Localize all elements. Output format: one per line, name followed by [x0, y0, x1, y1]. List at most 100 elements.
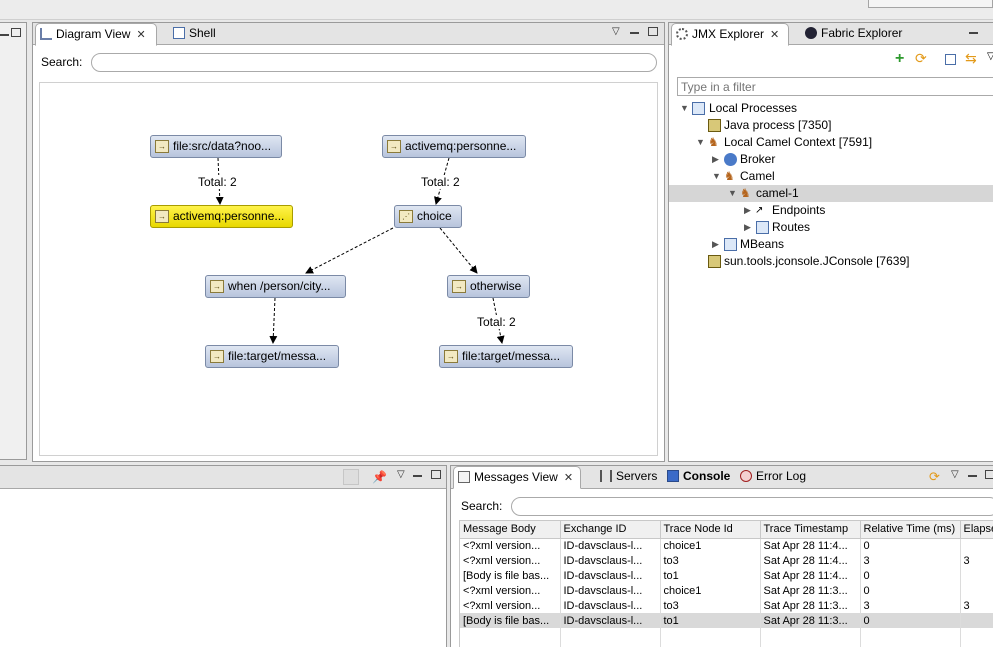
- table-cell: <?xml version...: [460, 598, 561, 613]
- bottom-left-panel: 📌 ▽: [0, 465, 447, 647]
- tree-item[interactable]: ▶ Routes: [669, 219, 993, 236]
- expanded-arrow-icon[interactable]: ▼: [712, 171, 721, 181]
- tree-item[interactable]: ▼ Local Processes: [669, 100, 993, 117]
- tab-fabric-explorer[interactable]: Fabric Explorer: [801, 23, 908, 45]
- table-cell: to1: [660, 568, 761, 583]
- table-cell: 0: [860, 613, 961, 628]
- view-menu-icon[interactable]: ▽: [951, 469, 959, 480]
- node-label: when /person/city...: [228, 279, 331, 293]
- expanded-arrow-icon[interactable]: ▼: [696, 137, 705, 147]
- table-cell: <?xml version...: [460, 583, 561, 598]
- tab-shell[interactable]: Shell: [169, 23, 222, 45]
- tree-item-selected[interactable]: ▼ ♞ camel-1: [669, 185, 993, 202]
- view-menu-icon[interactable]: ▽: [987, 51, 993, 62]
- minimize-icon[interactable]: [630, 28, 639, 39]
- close-icon[interactable]: ✕: [770, 29, 780, 41]
- tree-item-label: Camel: [740, 169, 775, 183]
- tab-servers[interactable]: Servers: [596, 466, 663, 488]
- tree-item[interactable]: ▼ ♞ Local Camel Context [7591]: [669, 134, 993, 151]
- link-editor-icon[interactable]: ⇆: [965, 50, 977, 66]
- collapsed-arrow-icon[interactable]: ▶: [712, 239, 719, 249]
- tree-item[interactable]: ▶ ↗ Endpoints: [669, 202, 993, 219]
- tree-item[interactable]: sun.tools.jconsole.JConsole [7639]: [669, 253, 993, 270]
- console-icon: [667, 470, 679, 482]
- diagram-canvas[interactable]: →file:src/data?noo... →activemq:personne…: [39, 82, 658, 456]
- tab-shell-label: Shell: [189, 26, 216, 40]
- maximize-icon[interactable]: [431, 469, 441, 480]
- view-menu-icon[interactable]: ▽: [612, 26, 620, 37]
- column-header[interactable]: Message Body: [460, 521, 561, 539]
- table-cell: [960, 583, 993, 598]
- close-icon[interactable]: ✕: [136, 29, 146, 41]
- route-node-when[interactable]: →when /person/city...: [205, 275, 346, 298]
- fabric-icon: [805, 27, 817, 39]
- left-panel-minimize-icon[interactable]: [0, 27, 9, 41]
- refresh-icon[interactable]: ⟳: [929, 469, 940, 484]
- shell-icon: [173, 27, 185, 39]
- minimize-icon[interactable]: [968, 471, 977, 482]
- refresh-icon[interactable]: ⟳: [915, 50, 927, 66]
- close-icon[interactable]: ✕: [563, 472, 574, 484]
- column-header[interactable]: Relative Time (ms): [860, 521, 961, 539]
- table-cell: 3: [860, 598, 961, 613]
- add-icon[interactable]: +: [895, 50, 905, 67]
- maximize-icon[interactable]: [648, 26, 658, 37]
- route-node[interactable]: →file:target/messa...: [205, 345, 339, 368]
- route-node-selected[interactable]: →activemq:personne...: [150, 205, 293, 228]
- expanded-arrow-icon[interactable]: ▼: [728, 188, 737, 198]
- route-node[interactable]: →activemq:personne...: [382, 135, 526, 158]
- view-menu-icon[interactable]: ▽: [397, 469, 405, 480]
- table-row[interactable]: <?xml version...ID-davsclaus-l...choice1…: [460, 538, 993, 553]
- route-node-otherwise[interactable]: →otherwise: [447, 275, 530, 298]
- column-header[interactable]: Trace Node Id: [660, 521, 761, 539]
- tab-jmx-explorer[interactable]: JMX Explorer✕: [671, 23, 789, 46]
- route-node-choice[interactable]: ⋰choice: [394, 205, 462, 228]
- table-row[interactable]: <?xml version...ID-davsclaus-l...choice1…: [460, 583, 993, 598]
- table-cell: ID-davsclaus-l...: [560, 538, 661, 553]
- column-header[interactable]: Trace Timestamp: [760, 521, 861, 539]
- route-node[interactable]: →file:src/data?noo...: [150, 135, 282, 158]
- jmx-filter-input[interactable]: [677, 77, 993, 96]
- table-row[interactable]: [Body is file bas...ID-davsclaus-l...to1…: [460, 568, 993, 583]
- tree-item[interactable]: ▶ MBeans: [669, 236, 993, 253]
- edge-label: Total: 2: [198, 175, 237, 189]
- node-label: file:target/messa...: [462, 349, 561, 363]
- column-header[interactable]: Exchange ID: [560, 521, 661, 539]
- collapsed-arrow-icon[interactable]: ▶: [744, 205, 751, 215]
- tab-servers-label: Servers: [616, 469, 658, 483]
- edge-file-to-activemq: [215, 157, 224, 205]
- tab-messages-view-label: Messages View: [474, 470, 558, 484]
- diagram-tabbar: Diagram View✕ Shell ▽: [33, 23, 664, 46]
- column-header[interactable]: Elapsed: [960, 521, 993, 539]
- left-panel-maximize-icon[interactable]: [11, 25, 21, 39]
- tab-diagram-view[interactable]: Diagram View✕: [35, 23, 157, 46]
- expanded-arrow-icon[interactable]: ▼: [680, 103, 689, 113]
- choice-icon: ⋰: [399, 210, 413, 223]
- tab-console[interactable]: Console: [663, 466, 736, 488]
- diagram-search-input[interactable]: [91, 53, 657, 72]
- edge-activemq-to-choice: [434, 157, 450, 205]
- pin-icon[interactable]: 📌: [372, 470, 387, 484]
- tree-item[interactable]: ▼ ♞ Camel: [669, 168, 993, 185]
- camel-icon: ♞: [708, 135, 719, 149]
- collapsed-arrow-icon[interactable]: ▶: [744, 222, 751, 232]
- diagram-edges: [215, 157, 505, 344]
- jmx-tree: ▼ Local Processes Java process [7350] ▼ …: [669, 100, 993, 300]
- table-row-selected[interactable]: [Body is file bas...ID-davsclaus-l...to1…: [460, 613, 993, 628]
- minimize-icon[interactable]: [413, 471, 422, 482]
- tab-messages-view[interactable]: Messages View ✕: [453, 466, 581, 489]
- minimize-icon[interactable]: [969, 28, 978, 39]
- route-node[interactable]: →file:target/messa...: [439, 345, 573, 368]
- collapse-all-icon[interactable]: [945, 54, 956, 65]
- maximize-icon[interactable]: [985, 469, 993, 480]
- messages-search-input[interactable]: [511, 497, 993, 516]
- perspective-switcher[interactable]: [868, 0, 993, 8]
- table-cell: 3: [860, 553, 961, 568]
- edge-when-to-file: [269, 297, 278, 344]
- collapsed-arrow-icon[interactable]: ▶: [712, 154, 719, 164]
- tab-error-log[interactable]: Error Log: [736, 466, 812, 488]
- tree-item[interactable]: ▶ Broker: [669, 151, 993, 168]
- tree-item[interactable]: Java process [7350]: [669, 117, 993, 134]
